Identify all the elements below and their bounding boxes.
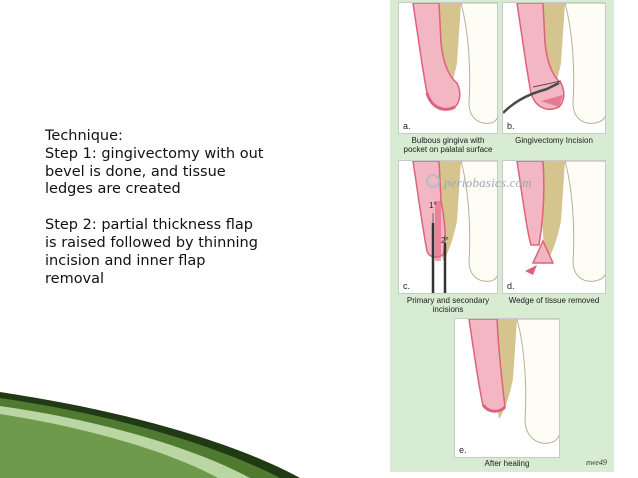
panel-d: d. [502, 160, 606, 294]
panel-letter: e. [459, 445, 467, 455]
panel-caption-a: Bulbous gingiva with pocket on palatal s… [403, 136, 493, 154]
text-line: bevel is done, and tissue [45, 163, 226, 180]
panel-a: a. [398, 2, 498, 134]
watermark: periobasics.com [444, 175, 532, 190]
panel-b: b. [502, 2, 606, 134]
text-line: removal [45, 270, 105, 287]
technique-text: Technique: Step 1: gingivectomy with out… [45, 128, 375, 288]
text-line: Step 2: partial thickness flap [45, 217, 253, 234]
text-line: Step 1: gingivectomy with out [45, 145, 264, 162]
panel-caption-d: Wedge of tissue removed [508, 296, 600, 305]
text-line: is raised followed by thinning [45, 234, 258, 251]
panel-caption-c: Primary and secondary incisions [406, 296, 490, 314]
panel-caption-e: After healing [484, 459, 530, 468]
panel-caption-b: Gingivectomy Incision [515, 136, 593, 145]
panel-letter: a. [403, 121, 411, 131]
primary-incision-label: 1° [429, 201, 437, 210]
watermark-logo-icon [426, 174, 440, 188]
secondary-incision-label: 2° [441, 236, 449, 245]
text-line: incision and inner flap [45, 252, 206, 269]
text-line: ledges are created [45, 181, 181, 198]
panel-c: 1° 2° c. [398, 160, 498, 294]
panel-letter: b. [507, 121, 515, 131]
text-line: Technique: [45, 128, 123, 144]
periodontal-illustration: a. b. [390, 0, 614, 472]
panel-letter: c. [403, 281, 411, 291]
panel-letter: d. [507, 281, 515, 291]
panel-e: e. [454, 318, 560, 458]
illustrator-signature: nwe49 [586, 458, 607, 467]
